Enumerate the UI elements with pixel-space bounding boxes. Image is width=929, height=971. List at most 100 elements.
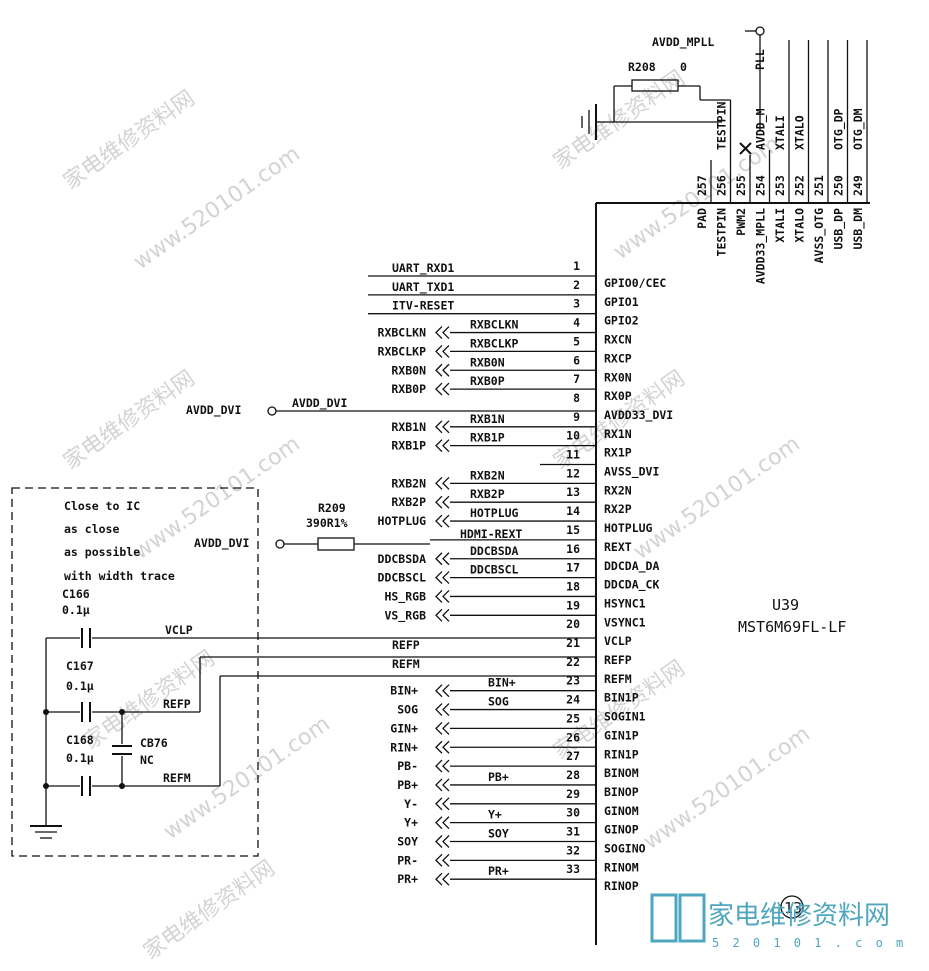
external-net-label: DDCBSCL xyxy=(378,571,427,585)
pin-number: 31 xyxy=(566,825,580,839)
c166-value: 0.1μ xyxy=(62,603,90,617)
c168-label: C168 xyxy=(66,733,94,747)
pin-function: XTALI xyxy=(773,208,787,243)
pin-function: RX0N xyxy=(604,370,632,384)
pin-number: 33 xyxy=(566,862,580,876)
pin-number: 1 xyxy=(573,259,580,273)
cb76-label: CB76 xyxy=(140,736,168,750)
pin-number: 20 xyxy=(566,617,580,631)
pin-number: 25 xyxy=(566,711,580,725)
connector-chevron-icon xyxy=(435,495,443,509)
rext-branch: R209 390R1% AVDD_DVI xyxy=(194,501,430,551)
external-net-label: SOY xyxy=(397,835,418,849)
net-label: OTG_DM xyxy=(851,108,866,150)
pin-number: 6 xyxy=(573,353,580,367)
dvi-power-branch: AVDD_DVI AVDD_DVI xyxy=(186,396,596,418)
external-net-label: GIN+ xyxy=(390,721,418,735)
pin-function: RXCP xyxy=(604,351,632,365)
connector-chevron-icon xyxy=(435,439,443,453)
pin-number: 4 xyxy=(573,316,580,330)
pin-number: 257 xyxy=(695,175,709,196)
net-label: Y+ xyxy=(488,808,502,822)
pin-number: 32 xyxy=(566,843,580,857)
connector-chevron-icon xyxy=(435,382,443,396)
pin-number: 28 xyxy=(566,768,580,782)
pin-number: 3 xyxy=(573,297,580,311)
rext-port: AVDD_DVI xyxy=(194,536,249,551)
external-net-label: BIN+ xyxy=(390,684,418,698)
pin-function: AVDD33_DVI xyxy=(604,408,673,423)
watermarks: 家电维修资料网 www.520101.com 家电维修资料网 www.52010… xyxy=(59,66,815,965)
note-line-1: Close to IC xyxy=(64,499,140,513)
logo-cn: 家电维修资料网 xyxy=(708,901,890,931)
net-label: HDMI-REXT xyxy=(460,527,522,541)
box-refm: REFM xyxy=(163,771,191,785)
r209-label: R209 xyxy=(318,501,346,515)
net-label: ITV-RESET xyxy=(392,299,454,313)
ground-icon xyxy=(581,104,597,140)
net-label: REFP xyxy=(392,638,420,652)
pin-function: BIN1P xyxy=(604,691,639,705)
pin-function: AVSS_OTG xyxy=(812,208,827,263)
pin-number: 16 xyxy=(566,542,580,556)
pin-function: DDCDA_CK xyxy=(604,578,659,593)
pin-function: XTALO xyxy=(793,208,807,243)
box-vclp: VCLP xyxy=(165,623,193,637)
connector-chevron-icon xyxy=(435,363,443,377)
connector-chevron-icon xyxy=(435,571,443,585)
ground-icon xyxy=(30,820,62,839)
external-net-label: HOTPLUG xyxy=(378,514,427,528)
pin-number: 9 xyxy=(573,410,580,424)
pin-number: 22 xyxy=(566,655,580,669)
net-label: RXB1P xyxy=(470,431,505,445)
c167-label: C167 xyxy=(66,659,94,673)
net-label: BIN+ xyxy=(488,676,516,690)
external-net-label: RXBCLKN xyxy=(378,326,427,340)
pin-function: AVSS_DVI xyxy=(604,465,659,480)
pin-function: GPIO2 xyxy=(604,314,639,328)
chip-part: MST6M69FL-LF xyxy=(738,618,846,636)
pin-function: BINOM xyxy=(604,766,639,780)
left-pin-list: 1GPIO0/CECUART_RXD12GPIO1UART_TXD13GPIO2… xyxy=(368,259,673,893)
external-net-label: RIN+ xyxy=(390,740,418,754)
note-line-4: with width trace xyxy=(64,569,175,583)
net-label: OTG_DP xyxy=(832,108,847,150)
connector-chevron-icon xyxy=(435,608,443,622)
pin-function: GINOM xyxy=(604,804,639,818)
external-net-label: PB- xyxy=(397,759,418,773)
pin-function: RX1P xyxy=(604,446,632,460)
top-pin-list: 257PAD256TESTPINTESTPIN255PWM2254AVDD33_… xyxy=(695,40,868,284)
net-label: PR+ xyxy=(488,864,509,878)
r209-resistor xyxy=(317,537,355,551)
pin-number: 18 xyxy=(566,579,580,593)
pin-number: 254 xyxy=(754,175,768,196)
pin-function: RX2P xyxy=(604,502,632,516)
pin-function: RX1N xyxy=(604,427,632,441)
connector-chevron-icon xyxy=(435,835,443,848)
pin-function: SOGIN1 xyxy=(604,710,646,724)
pin-number: 15 xyxy=(566,523,580,537)
r209-value: 390R1% xyxy=(306,516,348,530)
page-number: 13 xyxy=(784,899,802,917)
pin-function: GINOP xyxy=(604,823,639,837)
pin-number: 13 xyxy=(566,485,580,499)
connector-chevron-icon xyxy=(435,872,443,886)
pin-function: PWM2 xyxy=(734,208,748,236)
pin-number: 29 xyxy=(566,787,580,801)
